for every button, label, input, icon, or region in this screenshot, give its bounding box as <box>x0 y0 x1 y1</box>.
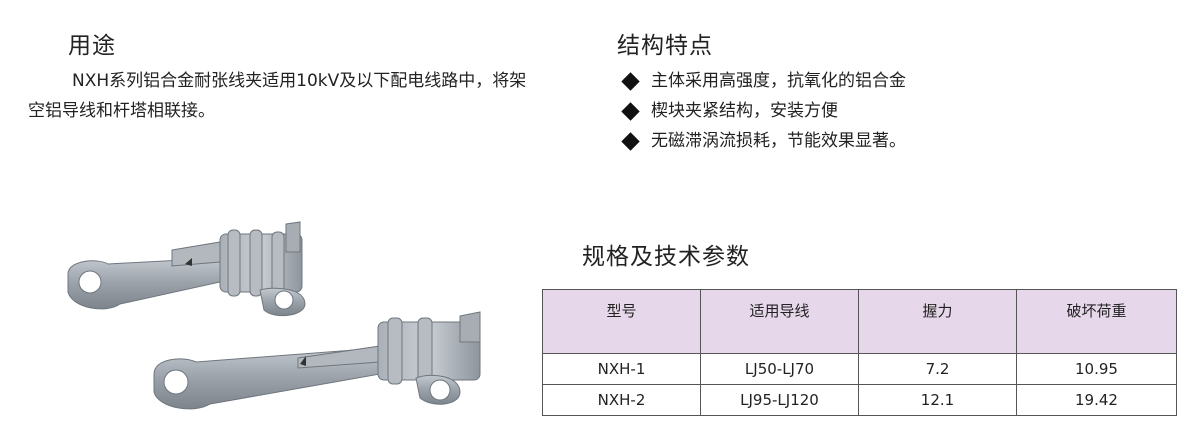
header-conductor: 适用导线 <box>700 289 859 354</box>
cell-grip-force: 12.1 <box>858 384 1017 416</box>
specs-heading: 规格及技术参数 <box>582 244 750 270</box>
feature-item: 主体采用高强度，抗氧化的铝合金 <box>620 66 906 96</box>
usage-heading: 用途 <box>68 33 116 59</box>
features-list: 主体采用高强度，抗氧化的铝合金 楔块夹紧结构，安装方便 无磁滞涡流损耗，节能效果… <box>620 66 906 156</box>
tension-clamp-upper <box>67 221 306 317</box>
header-breaking-load: 破坏荷重 <box>1016 289 1177 354</box>
table-row: NXH-2 LJ95-LJ120 12.1 19.42 <box>542 384 1177 416</box>
usage-description: NXH系列铝合金耐张线夹适用10kV及以下配电线路中，将架空铝导线和杆塔相联接。 <box>28 71 527 121</box>
diamond-bullet-icon <box>621 131 640 151</box>
table-header-row: 型号 适用导线 握力 破坏荷重 <box>542 289 1177 354</box>
cell-grip-force: 7.2 <box>858 353 1017 385</box>
features-heading: 结构特点 <box>617 33 713 59</box>
cell-model: NXH-1 <box>542 353 701 385</box>
header-model: 型号 <box>542 289 701 354</box>
header-grip-force: 握力 <box>858 289 1017 354</box>
cell-breaking-load: 19.42 <box>1016 384 1177 416</box>
feature-item: 楔块夹紧结构，安装方便 <box>620 96 906 126</box>
cell-model: NXH-2 <box>542 384 701 416</box>
diamond-bullet-icon <box>621 71 640 91</box>
tension-clamp-lower <box>153 311 481 410</box>
feature-item: 无磁滞涡流损耗，节能效果显著。 <box>620 126 906 156</box>
product-photo <box>67 221 481 410</box>
cell-breaking-load: 10.95 <box>1016 353 1177 385</box>
cell-conductor: LJ95-LJ120 <box>700 384 859 416</box>
specs-table: 型号 适用导线 握力 破坏荷重 NXH-1 LJ50-LJ70 7.2 10.9… <box>542 289 1177 416</box>
cell-conductor: LJ50-LJ70 <box>700 353 859 385</box>
diamond-bullet-icon <box>621 101 640 121</box>
table-row: NXH-1 LJ50-LJ70 7.2 10.95 <box>542 353 1177 385</box>
